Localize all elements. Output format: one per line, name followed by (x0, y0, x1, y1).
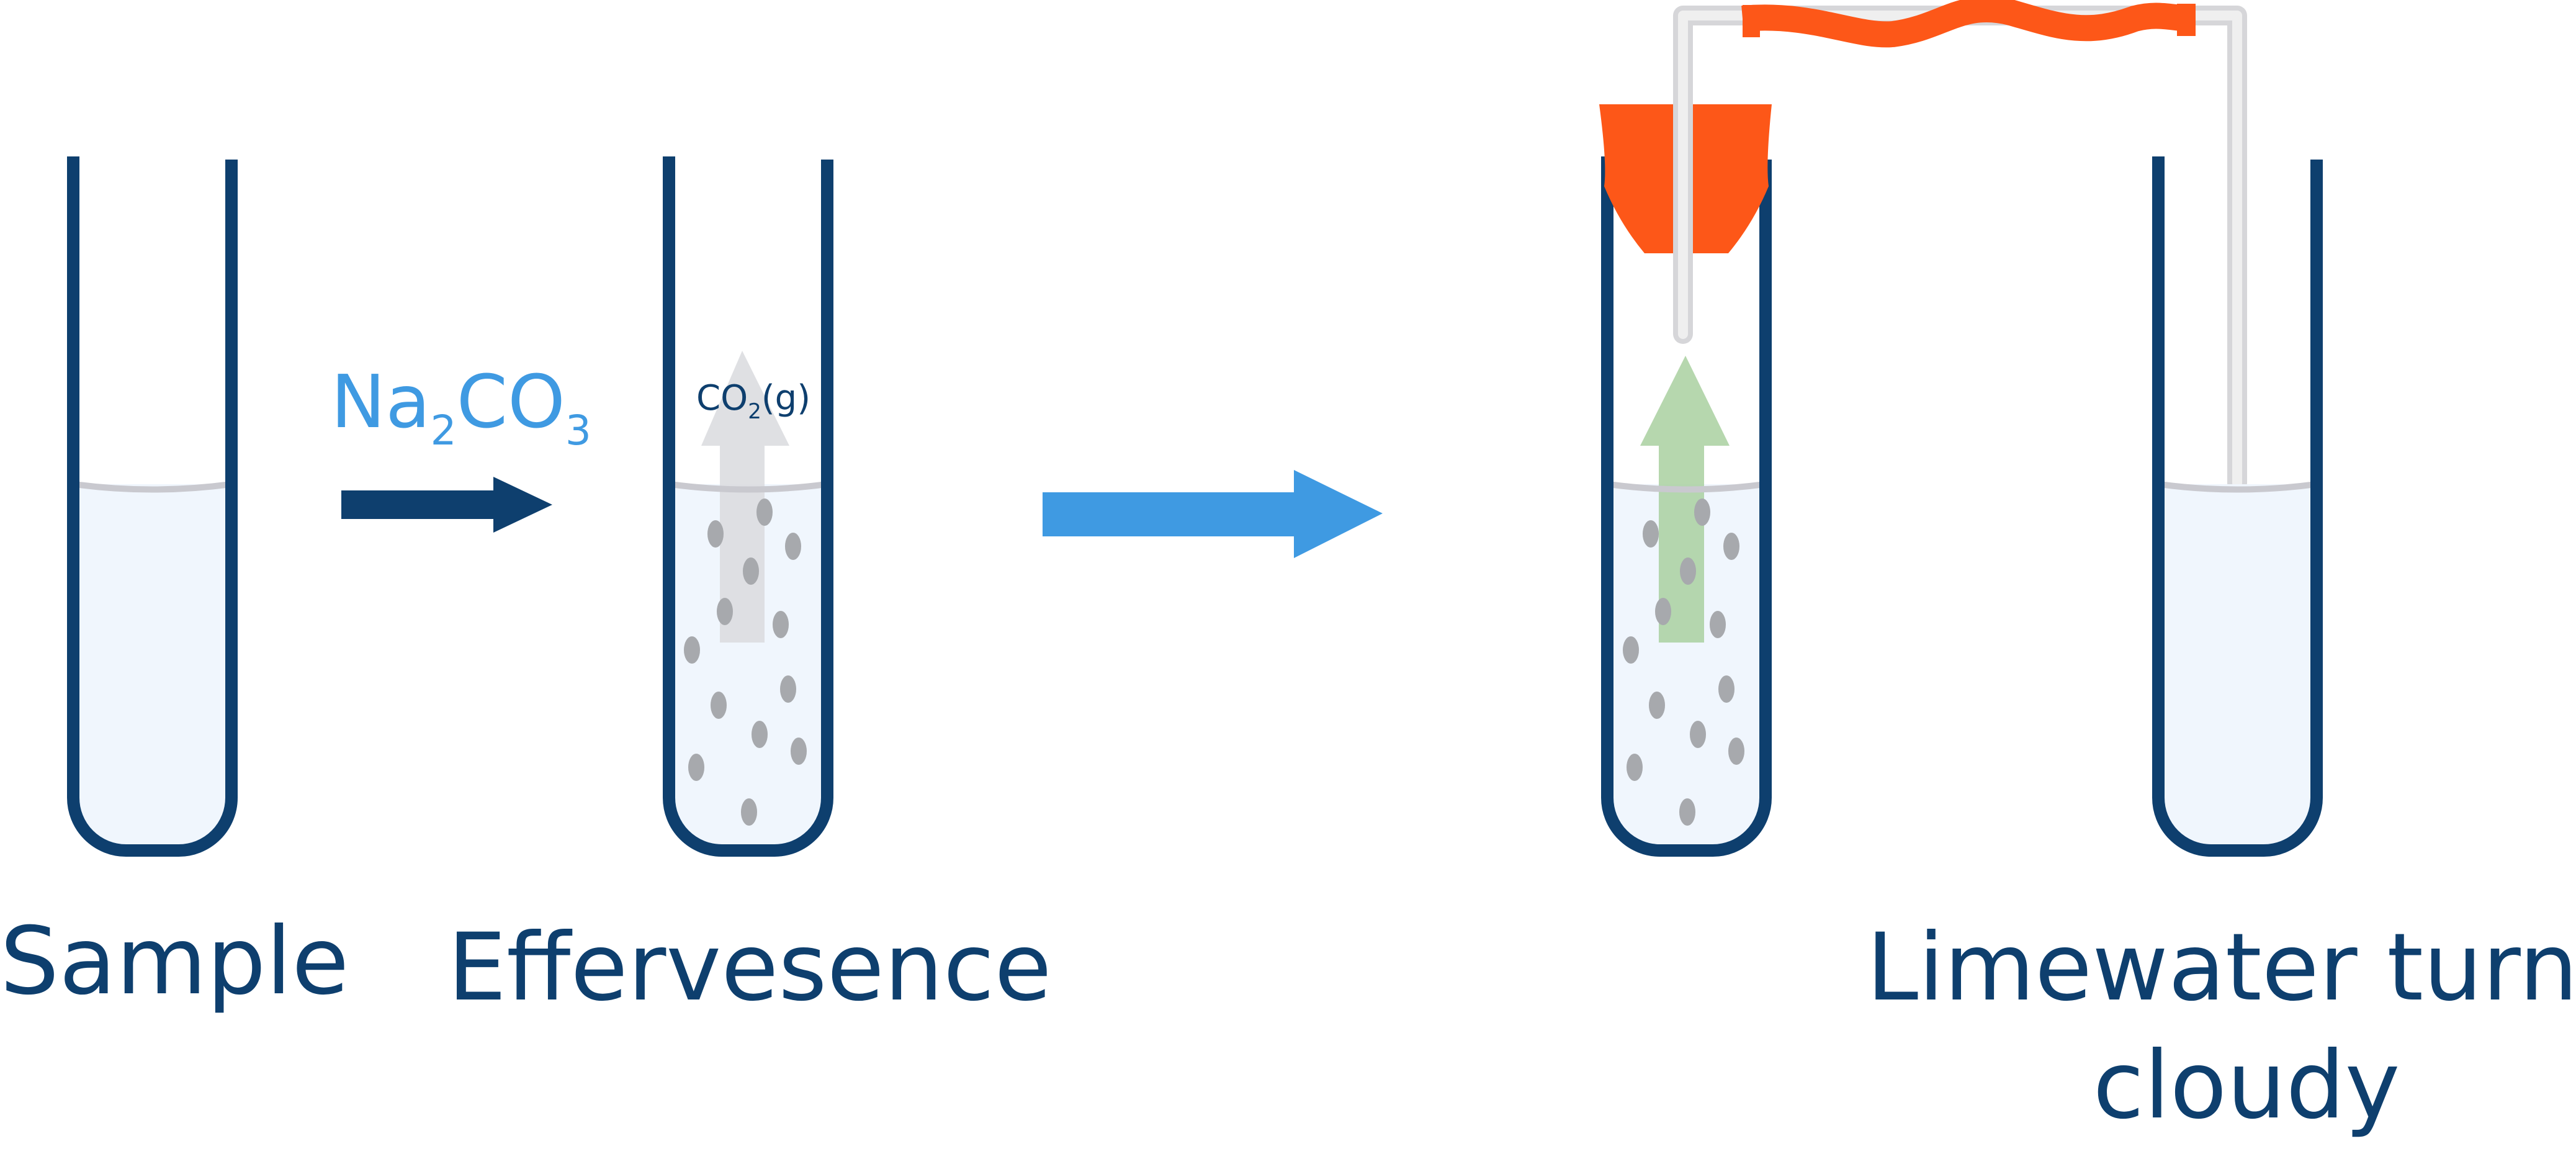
limewater-tube-outline (2152, 156, 2323, 857)
bubble (785, 533, 801, 560)
label-sample: Sample (0, 908, 349, 1016)
stoppered-tube-outline (1601, 156, 1772, 857)
sample-liquid (73, 484, 231, 850)
sample-tube-outline (67, 156, 238, 857)
bubble (743, 557, 759, 585)
label-limewater-line1: Limewater turns (1867, 914, 2576, 1022)
test-tube-limewater (2152, 156, 2323, 857)
bubble (773, 611, 789, 638)
bubble (752, 721, 768, 748)
light-blue-arrow-icon (1043, 470, 1383, 558)
limewater-meniscus (2159, 481, 2317, 493)
bubble (791, 738, 807, 765)
label-effervescence: Effervesence (447, 914, 1051, 1022)
stoppered-liquid (1607, 484, 1766, 850)
gas-state: (g) (761, 378, 810, 418)
next-step-arrow (1043, 470, 1383, 558)
reagent-addition-arrow (341, 477, 552, 533)
bubble (741, 798, 757, 826)
bubble (688, 754, 704, 781)
bubble (1690, 721, 1706, 748)
bubble (1679, 798, 1695, 826)
rubber-tubing (1741, 0, 2194, 48)
bubble (1680, 557, 1696, 585)
delivery-tube (1673, 0, 2247, 493)
gas-rising-arrow-green (1640, 356, 1730, 643)
bubble (780, 675, 796, 703)
effervescence-meniscus (670, 481, 827, 493)
test-tube-sample (67, 156, 238, 857)
effervescence-tube-outline (663, 156, 833, 857)
bubble (707, 520, 724, 548)
label-limewater-line2: cloudy (2093, 1032, 2400, 1140)
dark-arrow-icon (341, 477, 552, 533)
bubble (1718, 675, 1735, 703)
bubbles-stoppered (1623, 499, 1744, 826)
gas-sub-2: 2 (748, 399, 761, 424)
stoppered-meniscus (1608, 481, 1766, 493)
bubble (1623, 636, 1639, 664)
bubble (1710, 611, 1726, 638)
bubble (684, 636, 700, 664)
bubble (711, 692, 727, 719)
reagent-sub-2: 2 (431, 407, 457, 454)
reagent-sub-3: 3 (565, 407, 591, 454)
bubbles-effervescence (684, 499, 807, 826)
bubble (717, 598, 733, 625)
gas-co: CO (696, 378, 748, 418)
bubble (1627, 754, 1643, 781)
bubble (1655, 598, 1671, 625)
effervescence-liquid (669, 484, 827, 850)
limewater-liquid (2158, 484, 2317, 850)
bubble (1728, 738, 1744, 765)
rubber-tubing-end-right (2177, 4, 2196, 36)
bubble (756, 499, 773, 526)
test-tube-effervescence (663, 156, 833, 857)
reagent-na: Na (331, 359, 431, 444)
reagent-label-na2co3: Na2CO3 (331, 359, 591, 454)
bubble (1649, 692, 1665, 719)
bubble (1694, 499, 1710, 526)
bubble (1643, 520, 1659, 548)
sample-meniscus (74, 481, 231, 493)
gas-label-co2: CO2(g) (696, 378, 810, 424)
reagent-co: CO (457, 359, 565, 444)
bubble (1723, 533, 1739, 560)
gas-rising-arrow-grey (701, 351, 789, 643)
rubber-tubing-end-left (1743, 5, 1760, 37)
